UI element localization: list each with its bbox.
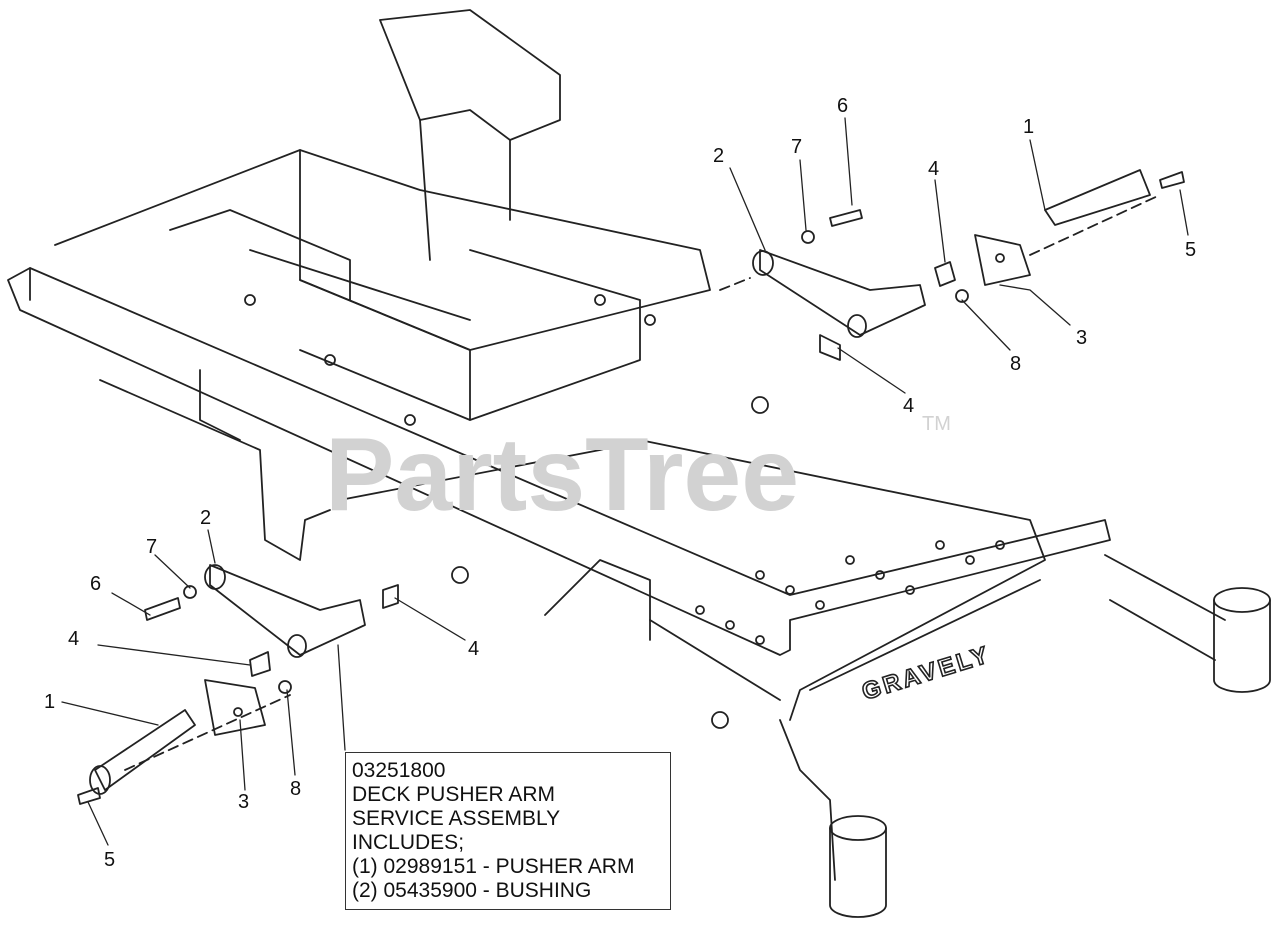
callout-left-4b: 4: [468, 638, 479, 660]
callout-left-3: 3: [238, 791, 249, 813]
leader-lines: [61, 117, 1189, 846]
callout-right-8: 8: [1010, 353, 1021, 375]
assembly-includes-label: INCLUDES;: [352, 831, 465, 854]
assembly-info-box: 03251800 DECK PUSHER ARM SERVICE ASSEMBL…: [345, 752, 671, 910]
mower-frame: [7, 9, 1271, 918]
callout-left-8: 8: [290, 778, 301, 800]
assembly-name-line1: DECK PUSHER ARM: [352, 783, 556, 806]
callout-left-2: 2: [200, 507, 211, 529]
assembly-part-number: 03251800: [352, 759, 446, 782]
callout-right-7: 7: [791, 136, 802, 158]
callout-right-6: 6: [837, 95, 848, 117]
callout-left-6: 6: [90, 573, 101, 595]
callout-right-1: 1: [1023, 116, 1034, 138]
frame-brand-label: GRAVELY: [859, 641, 994, 706]
callout-right-2: 2: [713, 145, 724, 167]
callout-left-7: 7: [146, 536, 157, 558]
callout-left-1: 1: [44, 691, 55, 713]
right-pusher-arm-assembly: [719, 169, 1185, 361]
callout-right-5: 5: [1185, 239, 1196, 261]
assembly-item-bushing: (2) 05435900 - BUSHING: [352, 879, 592, 902]
callout-left-4a: 4: [68, 628, 79, 650]
left-pusher-arm-assembly: [77, 564, 399, 805]
assembly-item-pusher-arm: (1) 02989151 - PUSHER ARM: [352, 855, 635, 878]
callout-right-3: 3: [1076, 327, 1087, 349]
callout-left-5: 5: [104, 849, 115, 871]
callout-right-4b: 4: [903, 395, 914, 417]
callout-right-4a: 4: [928, 158, 939, 180]
assembly-name-line2: SERVICE ASSEMBLY: [352, 807, 561, 830]
watermark-text: PartsTree: [325, 417, 799, 533]
watermark-tm: TM: [922, 413, 951, 435]
